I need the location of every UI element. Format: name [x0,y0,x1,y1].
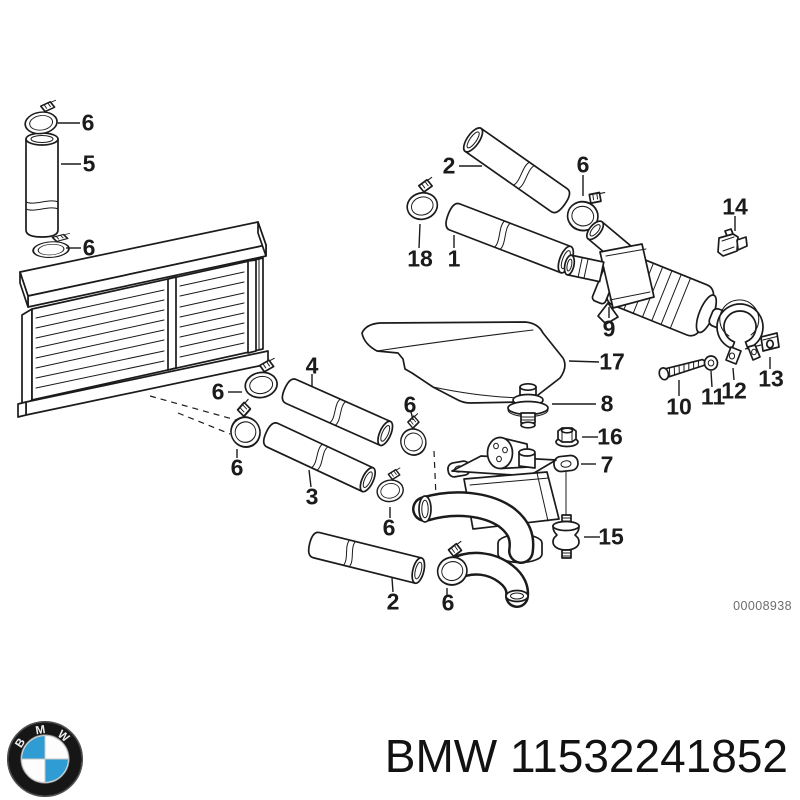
callout-11: 11 [700,383,726,410]
callout-6: 6 [441,589,455,616]
dashed-line [177,412,231,435]
hose-1-drawing [445,202,575,274]
bracket-drawing [716,299,764,365]
callout-10: 10 [666,393,692,420]
callout-4: 4 [305,352,319,379]
hose-4-drawing [281,378,394,447]
bmw-logo: B M W [6,720,84,798]
callout-12: 12 [721,377,747,404]
callout-6: 6 [403,391,417,418]
callout-8: 8 [600,390,614,417]
mount-drawing [552,514,580,559]
dashed-line [433,450,437,498]
clamp-18-drawing [400,176,443,224]
image-code: 00008938 [733,599,792,613]
hose-clamp-drawing [21,99,61,137]
callout-14: 14 [722,193,748,220]
hose-3-drawing [262,422,377,493]
pump-drawing [563,220,727,337]
callout-1: 1 [447,245,461,272]
nut-drawing [555,427,579,448]
hose-clamp-drawing [430,540,473,590]
part-title: BMW 11532241852 [385,733,788,780]
hose-clamp-drawing [372,467,408,505]
callout-16: 16 [597,423,623,450]
callout-2: 2 [442,152,456,179]
callout-5: 5 [82,150,96,177]
logo-letter-m: M [35,723,47,737]
hose-clamp-drawing [392,412,432,460]
plate-drawing [760,332,780,352]
callout-6: 6 [230,454,244,481]
roundel-quadrant-white [22,759,45,782]
washer-drawing [703,355,719,371]
hose-2-bottom-drawing [307,531,426,585]
roundel-quadrant-blue [45,759,68,782]
brand-text: BMW [384,730,498,782]
dashed-line [149,395,237,421]
hose-clamp-drawing [219,398,267,453]
callout-9: 9 [602,315,616,342]
roundel-quadrant-white [45,736,68,759]
callout-18: 18 [407,245,433,272]
callout-15: 15 [598,523,624,550]
callout-17: 17 [599,348,625,375]
grommet-drawing [507,382,549,429]
roundel-quadrant-blue [22,736,45,759]
callout-7: 7 [600,451,614,478]
callout-6: 6 [576,151,590,178]
callout-2: 2 [386,588,400,615]
exploded-parts-drawing [17,99,780,608]
callout-6: 6 [81,109,95,136]
part-number-text: 11532241852 [510,730,788,782]
callout-3: 3 [305,483,319,510]
callout-6: 6 [382,514,396,541]
callout-6: 6 [82,234,96,261]
leader-lines [58,122,771,596]
callout-6: 6 [211,378,225,405]
heater-core-drawing [17,221,269,418]
valve-hoses-drawing [412,491,543,608]
screw-drawing [658,358,707,381]
hose-5-drawing [25,132,59,238]
clip-drawing [717,228,748,257]
callout-13: 13 [758,365,784,392]
hose-2-top-drawing [462,127,571,214]
